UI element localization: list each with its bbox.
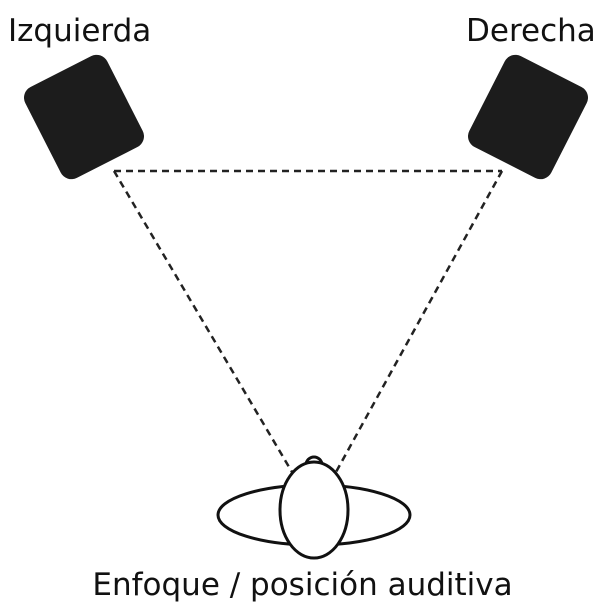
listener-head-icon <box>216 455 412 560</box>
right-speaker-label: Derecha <box>466 13 596 49</box>
listener-head <box>278 460 350 560</box>
listening-triangle <box>112 169 504 473</box>
right-speaker-icon <box>468 54 588 180</box>
left-speaker-icon <box>24 54 144 180</box>
left-speaker-label: Izquierda <box>8 13 152 49</box>
right-speaker-line <box>334 170 504 473</box>
listening-position-label: Enfoque / posición auditiva <box>92 567 513 603</box>
left-speaker-line <box>112 170 294 473</box>
